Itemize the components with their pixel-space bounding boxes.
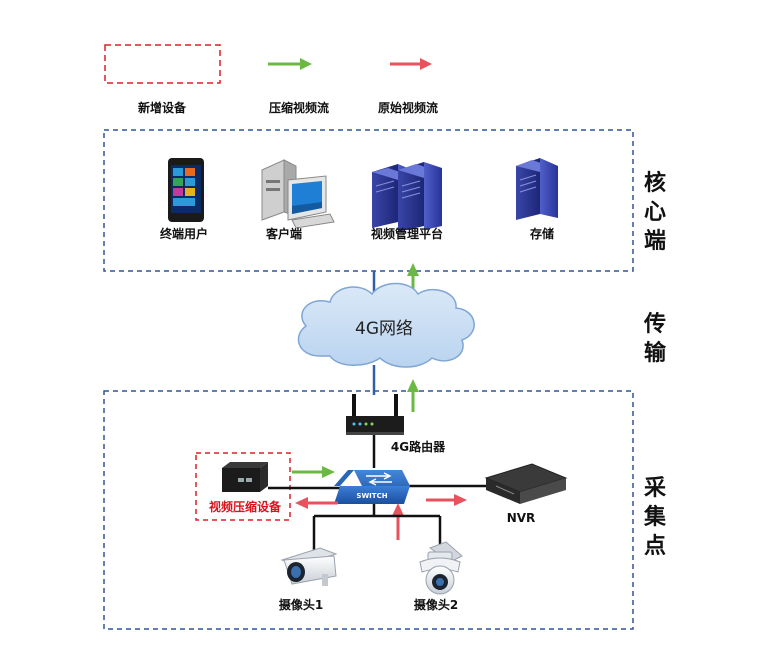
green-arrow-to-switch-icon <box>292 466 335 478</box>
legend-compressed-stream-label: 压缩视频流 <box>269 100 329 115</box>
camera-bus-links <box>312 504 442 552</box>
cloud-icon <box>297 282 475 368</box>
svg-text:输: 输 <box>644 340 667 366</box>
new-device-box <box>195 452 291 521</box>
nvr-label: NVR <box>507 511 536 525</box>
terminal-user-label: 终端用户 <box>160 226 208 241</box>
red-arrow-to-compressor-icon <box>295 497 338 509</box>
svg-text:核: 核 <box>644 170 666 196</box>
compressor-label: 视频压缩设备 <box>209 499 282 514</box>
red-arrow-to-nvr-icon <box>426 494 467 506</box>
svg-text:集: 集 <box>643 504 667 530</box>
server-cluster-icon <box>372 162 442 232</box>
svg-text:点: 点 <box>644 533 666 559</box>
nvr-icon <box>484 463 568 504</box>
svg-text:采: 采 <box>644 476 666 501</box>
storage-label: 存储 <box>529 226 554 241</box>
svg-text:SWITCH: SWITCH <box>356 492 387 500</box>
video-compressor-icon <box>222 462 268 492</box>
legend-green-arrow-icon <box>268 58 312 70</box>
desktop-computer-icon <box>261 159 335 229</box>
side-label-transport: 传 输 <box>643 312 667 366</box>
router-icon <box>346 394 404 435</box>
legend-raw-stream-label: 原始视频流 <box>378 100 438 115</box>
camera1-label: 摄像头1 <box>279 597 323 612</box>
svg-text:传: 传 <box>643 312 666 337</box>
side-label-core: 核 心 端 <box>644 170 666 254</box>
storage-server-icon <box>516 158 558 220</box>
svg-text:端: 端 <box>644 229 666 254</box>
core-section-box <box>103 129 634 272</box>
phone-icon <box>168 158 204 222</box>
svg-text:心: 心 <box>644 200 666 225</box>
green-arrow-to-cloud-icon <box>407 379 419 412</box>
side-label-collection: 采 集 点 <box>643 476 667 559</box>
legend-red-arrow-icon <box>390 58 432 70</box>
collection-section-box <box>103 390 634 630</box>
cloud-label: 4G网络 <box>355 319 413 339</box>
legend-new-device-label: 新增设备 <box>138 100 187 115</box>
router-label: 4G路由器 <box>391 439 446 454</box>
bullet-camera-icon <box>280 547 338 586</box>
switch-icon: SWITCH <box>334 470 410 504</box>
dome-camera-icon <box>419 541 463 595</box>
legend-new-device-box <box>104 44 221 84</box>
red-arrow-from-cameras-icon <box>392 503 404 540</box>
video-platform-label: 视频管理平台 <box>371 226 443 241</box>
legend: 新增设备 压缩视频流 原始视频流 <box>104 44 438 115</box>
client-label: 客户端 <box>265 226 302 241</box>
camera2-label: 摄像头2 <box>414 597 458 612</box>
